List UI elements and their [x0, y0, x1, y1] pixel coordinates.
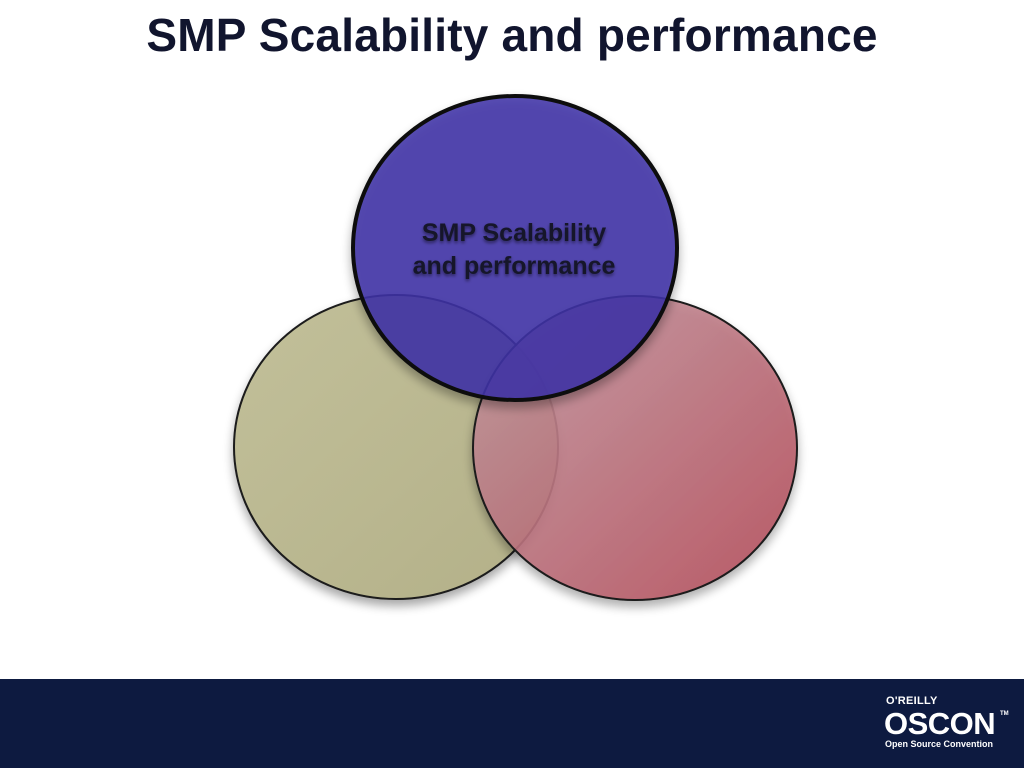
- oscon-logo: O'REILLY OSCON TM Open Source Convention: [884, 695, 1009, 755]
- logo-trademark: TM: [1000, 711, 1009, 717]
- logo-publisher: O'REILLY: [886, 695, 938, 707]
- footer-bar: [0, 679, 1024, 768]
- logo-tagline: Open Source Convention: [885, 739, 994, 749]
- venn-top-label-line1: SMP Scalability: [422, 219, 606, 247]
- venn-top-label-line2: and performance: [413, 252, 616, 280]
- venn-circle-top: [351, 94, 679, 402]
- slide-title: SMP Scalability and performance: [146, 9, 878, 61]
- logo-name: OSCON: [884, 706, 996, 741]
